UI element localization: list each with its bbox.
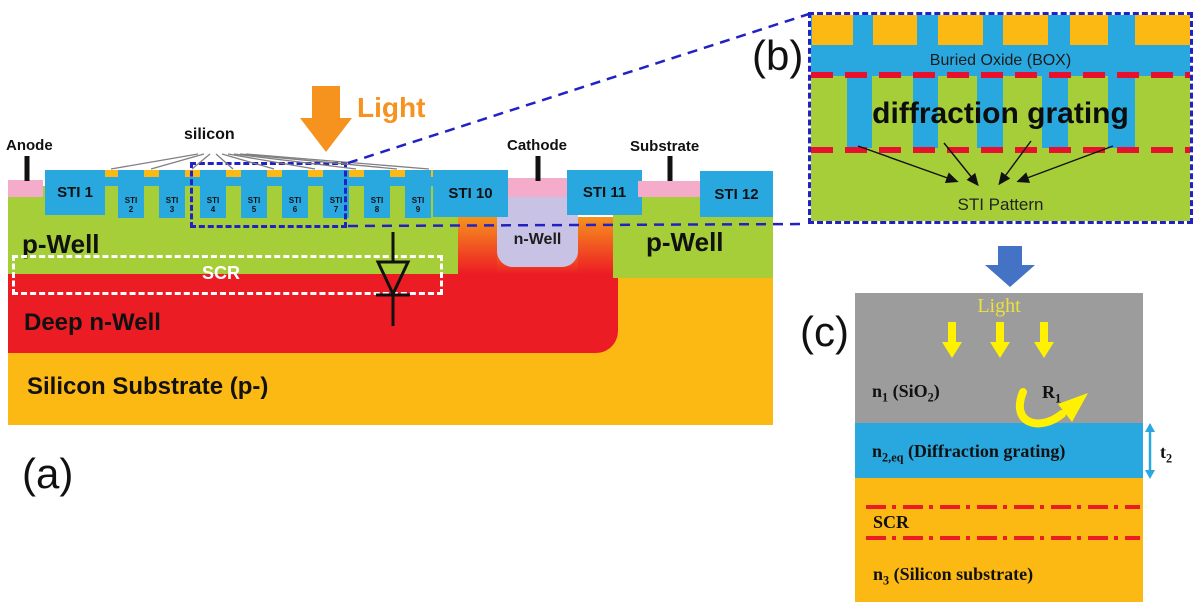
scr-upper-boundary xyxy=(866,505,1140,509)
p-well-left-label: p-Well xyxy=(22,229,100,259)
silicon-label: silicon xyxy=(184,126,235,143)
grating-tooth xyxy=(1042,76,1068,148)
panel-b-label: (b) xyxy=(752,32,804,79)
cathode-label: Cathode xyxy=(507,137,567,154)
sti-finger-label: STI 8 xyxy=(370,196,384,214)
panel-c-label: (c) xyxy=(800,308,849,355)
light-c-label: Light xyxy=(977,295,1021,317)
sti-band xyxy=(105,177,433,186)
sti-finger-label: STI 5 xyxy=(247,196,261,214)
sti-finger-label: STI 9 xyxy=(411,196,425,214)
sti-finger-label: STI 4 xyxy=(206,196,220,214)
grating-eq-layer xyxy=(855,423,1143,478)
box-interface-dashed-line xyxy=(811,72,1190,78)
poly-block xyxy=(1070,15,1108,45)
buried-oxide-label: Buried Oxide (BOX) xyxy=(929,52,1072,69)
sti-finger-label: STI 7 xyxy=(329,196,343,214)
sti-1-label: STI 1 xyxy=(57,184,93,201)
grating-tooth xyxy=(1108,76,1135,148)
scr-c-label: SCR xyxy=(873,512,910,532)
light-arrow xyxy=(300,86,352,152)
silicon-substrate-label: Silicon Substrate (p-) xyxy=(27,373,269,400)
grating-magnified-panel: Buried Oxide (BOX) diffraction grating S… xyxy=(808,12,1193,224)
panel-flow-arrow xyxy=(985,246,1035,287)
sti-12-label: STI 12 xyxy=(714,185,759,203)
sti-finger-3: STI 3 xyxy=(159,170,185,218)
sti-1-block: STI 1 xyxy=(45,170,105,215)
buried-oxide-band: Buried Oxide (BOX) xyxy=(811,45,1190,76)
silicon-layer xyxy=(855,478,1143,602)
anode-label: Anode xyxy=(6,137,53,154)
n3-label: n3 (Silicon substrate) xyxy=(873,564,1034,588)
sti-10-label: STI 10 xyxy=(448,185,493,202)
n2eq-label: n2,eq (Diffraction grating) xyxy=(872,441,1066,465)
scr-dashed-box xyxy=(12,255,443,295)
sti-finger-5: STI 5 xyxy=(241,170,267,218)
sti-11-block: STI 11 xyxy=(567,170,642,215)
sti-finger-label: STI 2 xyxy=(124,196,138,214)
substrate-contact xyxy=(638,181,700,197)
sti-finger-6: STI 6 xyxy=(282,170,308,218)
sio2-layer xyxy=(855,293,1143,423)
grating-interface-dashed-line xyxy=(811,147,1190,153)
grating-tooth xyxy=(977,76,1003,148)
sti-12-block: STI 12 xyxy=(700,171,773,217)
t2-dimension-arrow xyxy=(1145,423,1155,479)
n-well-label: n-Well xyxy=(513,231,562,248)
grating-tooth xyxy=(913,76,938,148)
poly-block xyxy=(1135,15,1190,45)
substrate-terminal-label: Substrate xyxy=(630,138,700,155)
box-gap-row xyxy=(811,15,1190,45)
sti-finger-label: STI 3 xyxy=(165,196,179,214)
scr-label: SCR xyxy=(202,263,241,283)
anode-contact xyxy=(8,180,43,197)
sti-finger-label: STI 6 xyxy=(288,196,302,214)
n1-label: n1 (SiO2) xyxy=(872,381,940,405)
cathode-contact xyxy=(508,178,567,197)
surface-oxide-strip xyxy=(105,170,433,177)
zoom-region-box xyxy=(190,162,347,228)
nwell-junction-gradient-left xyxy=(458,217,497,274)
nwell-junction-gradient-right xyxy=(578,217,613,274)
poly-block xyxy=(812,15,853,45)
sti-10-block: STI 10 xyxy=(433,170,508,217)
deep-n-well-label: Deep n-Well xyxy=(24,309,161,336)
poly-block xyxy=(873,15,917,45)
deep-n-well-region xyxy=(8,273,618,353)
sti-finger-9: STI 9 xyxy=(405,170,431,218)
grating-tooth xyxy=(847,76,872,148)
sti-pattern-label: STI Pattern xyxy=(957,195,1044,214)
sti-11-label: STI 11 xyxy=(582,184,627,201)
sti-finger-8: STI 8 xyxy=(364,170,390,218)
poly-block xyxy=(938,15,983,45)
p-well-right-label: p-Well xyxy=(646,227,724,257)
sti-finger-4: STI 4 xyxy=(200,170,226,218)
sti-finger-2: STI 2 xyxy=(118,170,144,218)
r1-label: R1 xyxy=(1042,382,1062,406)
t2-label: t2 xyxy=(1160,442,1173,466)
diffraction-grating-label: diffraction grating xyxy=(872,97,1129,130)
light-label: Light xyxy=(357,92,426,123)
poly-block xyxy=(1003,15,1048,45)
scr-lower-boundary xyxy=(866,536,1140,540)
panel-a-label: (a) xyxy=(22,450,74,497)
